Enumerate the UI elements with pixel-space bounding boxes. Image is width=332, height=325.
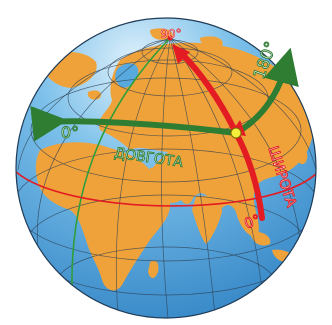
- equator-line: [16, 169, 316, 207]
- longitude-start-label: 0°: [61, 123, 79, 142]
- longitude-arrow-180: [233, 47, 299, 136]
- globe-outline: [15, 17, 317, 319]
- north-pole-label: 90°: [160, 27, 181, 41]
- prime-meridian-line: [71, 37, 171, 291]
- latitude-arrow-to-pole: [179, 51, 239, 136]
- land-masses: [35, 28, 314, 291]
- longitude-arrow: [30, 105, 239, 142]
- latitude-start-label: 0°: [242, 212, 262, 232]
- north-pole-point: [167, 35, 173, 41]
- latitude-arrowhead: [172, 44, 190, 64]
- location-point: [230, 127, 242, 139]
- latitude-arrow: [233, 130, 265, 221]
